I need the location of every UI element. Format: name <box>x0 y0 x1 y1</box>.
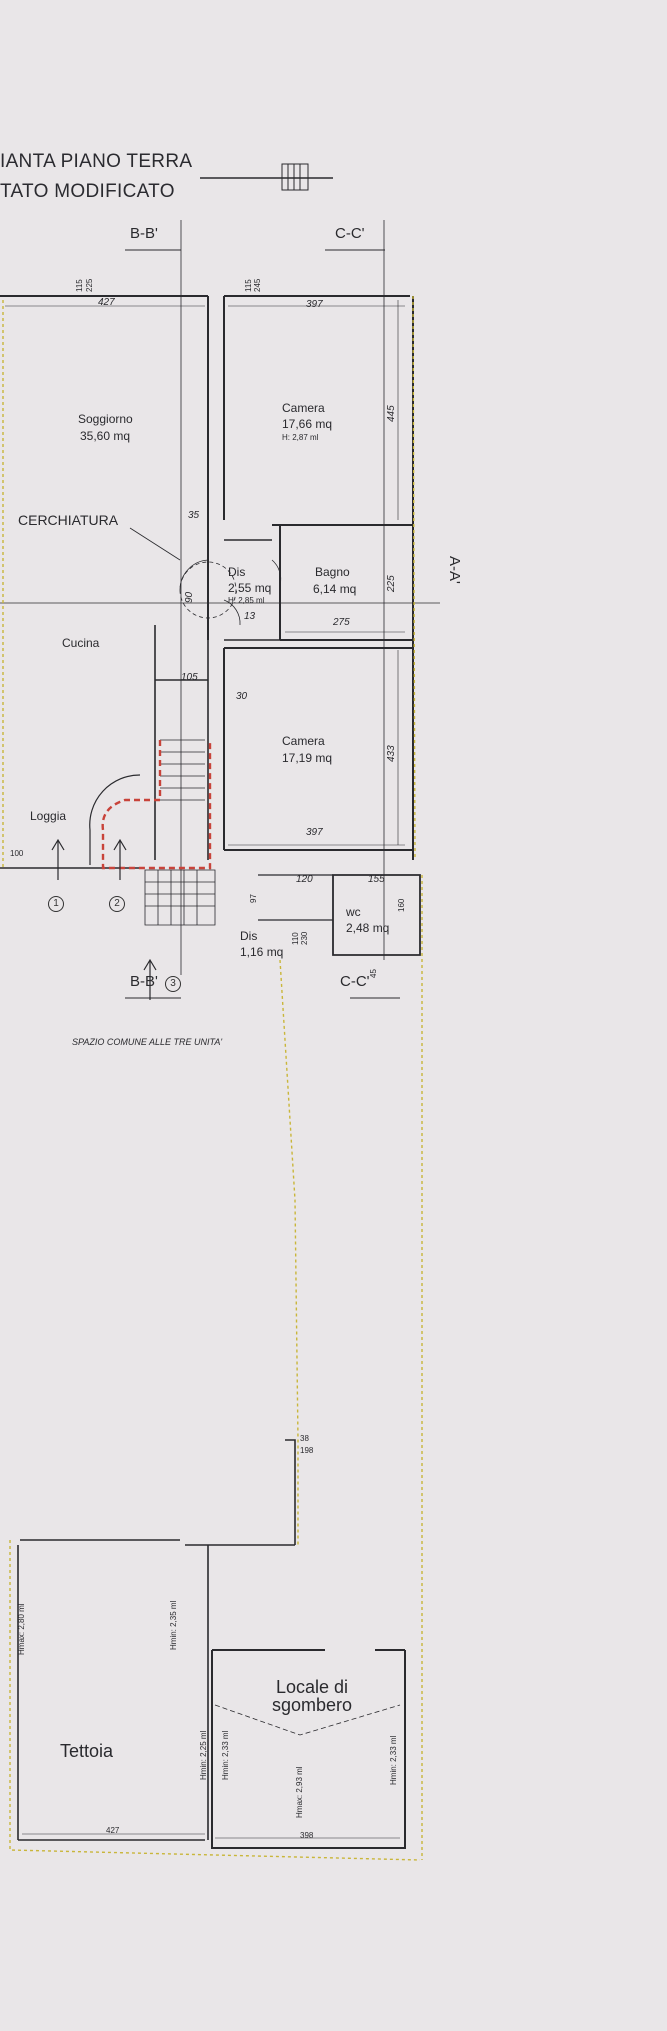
room-dis2-area: 1,16 mq <box>240 945 284 959</box>
room-dis1-height: H: 2,85 ml <box>228 596 265 605</box>
dim-45: 45 <box>369 969 378 978</box>
dim-445: 445 <box>386 405 397 422</box>
marker-arrow-2 <box>113 838 127 880</box>
door-swing-loggia <box>89 774 141 865</box>
dis2-walls <box>258 874 333 921</box>
room-dis1-name: Dis <box>228 565 246 579</box>
room-camera2-name: Camera <box>282 734 325 748</box>
dim-160: 160 <box>397 898 406 912</box>
section-bb-bottom-label: B-B' <box>130 973 158 990</box>
demolition-red-path <box>101 740 212 870</box>
common-space-bottom-wall <box>20 1539 295 1546</box>
room-camera1-area: 17,66 mq <box>282 417 333 431</box>
height-hmin-233a: Hmin: 2,33 ml <box>221 1730 230 1780</box>
height-hmax-293: Hmax: 2,93 ml <box>295 1766 304 1818</box>
common-space-left-boundary <box>279 959 299 1545</box>
dim-120: 120 <box>296 874 313 885</box>
room-camera1-height: H: 2,87 ml <box>282 433 319 442</box>
plan-title-line1: IANTA PIANO TERRA <box>0 151 193 172</box>
height-hmax-280: Hmax: 2,80 ml <box>17 1603 26 1655</box>
room-camera1-name: Camera <box>282 401 325 415</box>
lower-stair <box>144 869 216 926</box>
wc-walls <box>332 874 421 956</box>
dim-433: 433 <box>386 745 397 762</box>
room-bagno-area: 6,14 mq <box>313 582 357 596</box>
room-dis1-area: 2,55 mq <box>228 581 272 595</box>
dim-230: 230 <box>300 931 309 945</box>
dim-13: 13 <box>244 611 256 622</box>
height-hmin-225: Hmin: 2,25 ml <box>199 1730 208 1780</box>
annotation-spazio-comune: SPAZIO COMUNE ALLE TRE UNITA' <box>72 1037 223 1047</box>
dim-100: 100 <box>10 849 24 858</box>
dim-427a: 427 <box>98 297 115 308</box>
dim-275: 275 <box>333 617 350 628</box>
dim-397a: 397 <box>306 299 323 310</box>
section-cc-bottom-label: C-C' <box>340 973 370 990</box>
room-locale-name: Locale di sgombero <box>271 1677 353 1715</box>
locale-roof-lines <box>214 1704 401 1736</box>
annotation-cerchiatura: CERCHIATURA <box>18 512 119 528</box>
marker-1: 1 <box>48 896 64 912</box>
dim-110: 110 <box>291 932 300 945</box>
room-dis2-name: Dis <box>240 929 258 943</box>
dim-198: 198 <box>300 1446 314 1455</box>
room-camera2-area: 17,19 mq <box>282 751 333 765</box>
height-hmin-233b: Hmin: 2,33 ml <box>389 1735 398 1785</box>
dim-105: 105 <box>181 672 198 683</box>
room-cucina-name: Cucina <box>62 636 100 650</box>
stair-treads <box>160 739 205 801</box>
cucina-stair-walls <box>154 625 209 860</box>
common-space-right-stub <box>285 1439 296 1545</box>
dim-90: 90 <box>184 591 195 603</box>
cerchiatura-leader <box>129 527 181 561</box>
room-soggiorno-area: 35,60 mq <box>80 429 131 443</box>
door-swing-camera <box>223 599 241 626</box>
room-wc-area: 2,48 mq <box>346 921 390 935</box>
dim-427b: 427 <box>106 1826 120 1835</box>
tettoia-boundary <box>9 1540 421 1861</box>
height-hmin-235: Hmin: 2,35 ml <box>169 1600 178 1650</box>
apartment-dashed-outline <box>2 295 416 870</box>
section-cc-top-label: C-C' <box>335 225 365 242</box>
dim-245: 245 <box>253 278 262 292</box>
dim-397b: 397 <box>306 827 323 838</box>
section-bb-top-label: B-B' <box>130 225 158 242</box>
room-tettoia-name: Tettoia <box>60 1741 114 1761</box>
room-loggia-name: Loggia <box>30 809 67 823</box>
door-swing-soggiorno <box>179 559 209 591</box>
dis-hub-arc <box>179 561 237 619</box>
dim-35: 35 <box>188 510 200 521</box>
title-grid-symbol <box>281 163 309 191</box>
section-aa-label: A-A' <box>446 556 463 584</box>
dim-115b: 115 <box>244 279 253 292</box>
dim-225a: 225 <box>85 278 94 292</box>
marker-arrow-1 <box>51 838 65 880</box>
dis-walls <box>224 539 280 641</box>
dim-225b: 225 <box>386 575 397 592</box>
room-bagno-name: Bagno <box>315 565 350 579</box>
dim-38: 38 <box>300 1434 309 1443</box>
dim-97: 97 <box>249 894 258 903</box>
dim-30: 30 <box>236 691 248 702</box>
camera2-walls <box>223 647 413 851</box>
room-soggiorno-name: Soggiorno <box>78 412 133 426</box>
marker-3: 3 <box>165 976 181 992</box>
dim-155: 155 <box>368 874 385 885</box>
dim-398: 398 <box>300 1831 314 1840</box>
marker-arrow-3 <box>143 958 157 1000</box>
bagno-walls <box>272 524 413 641</box>
marker-2: 2 <box>109 896 125 912</box>
door-swing-bagno <box>271 559 282 586</box>
plan-title-line2: TATO MODIFICATO <box>0 181 175 202</box>
locale-walls <box>211 1649 406 1849</box>
room-wc-name: wc <box>346 905 361 919</box>
dim-115a: 115 <box>75 279 84 292</box>
